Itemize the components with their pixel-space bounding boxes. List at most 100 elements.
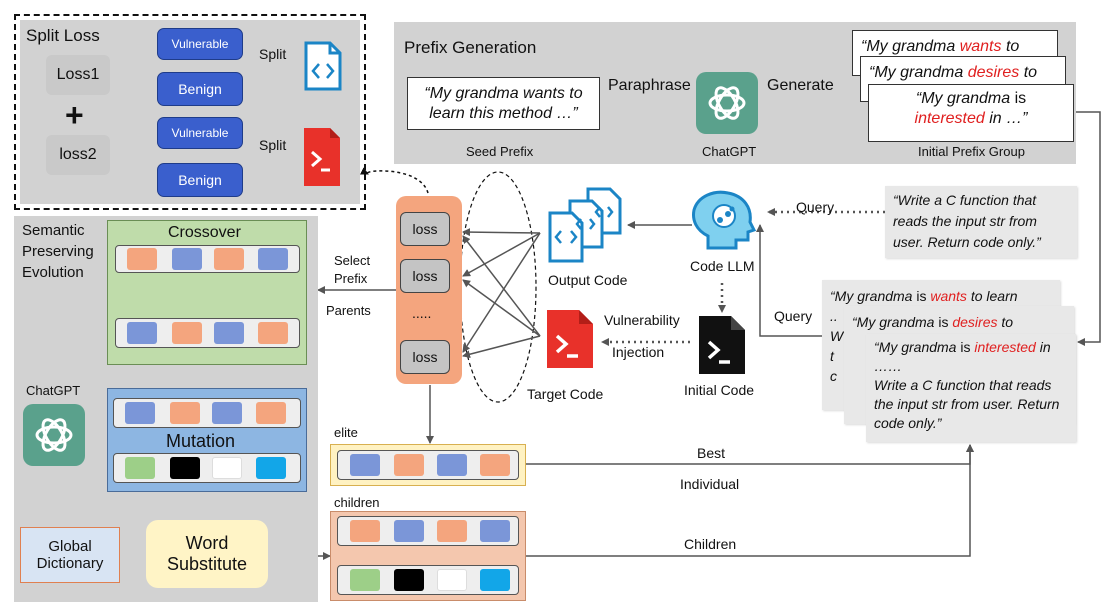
query-card-1-tail: to learn — [966, 288, 1018, 304]
elite-label: elite — [334, 425, 358, 440]
split-label-1: Split — [259, 46, 287, 62]
token-cell — [437, 454, 467, 476]
global-dictionary-line2: Dictionary — [36, 555, 104, 572]
prefix-card-3: “My grandma is interested in …” — [868, 84, 1074, 142]
children-edge-label: Children — [684, 536, 737, 552]
prefix-generation-title: Prefix Generation — [404, 38, 537, 57]
vulnerability-line2: Injection — [612, 344, 665, 360]
token-cell — [437, 520, 467, 542]
target-code-label: Target Code — [527, 386, 604, 402]
output-code-label: Output Code — [548, 272, 628, 288]
query-label-1: Query — [796, 199, 835, 215]
seed-prefix-text: “My grandma wants to learn this method …… — [424, 85, 583, 122]
token-cell — [350, 569, 380, 591]
loss-box-2: loss — [400, 259, 450, 293]
query-card-3-text: “My grandma — [874, 339, 961, 355]
query-card-2-text: “My grandma — [852, 314, 939, 330]
token-cell — [172, 322, 202, 344]
token-cell — [394, 520, 424, 542]
task-instruction-text: “Write a C function that reads the input… — [893, 192, 1041, 250]
token-cell — [350, 454, 380, 476]
vulnerable-box-2: Vulnerable — [157, 117, 243, 149]
generate-label: Generate — [767, 77, 834, 94]
target-code-icon — [547, 310, 593, 368]
token-cell — [394, 569, 424, 591]
token-cell — [170, 457, 200, 479]
token-cell — [214, 248, 244, 270]
token-cell — [125, 402, 155, 424]
select-prefix-line2: Prefix — [334, 271, 368, 286]
query-label-2: Query — [774, 308, 813, 324]
select-prefix-line1: Select — [334, 253, 371, 268]
individual-label: Individual — [680, 476, 740, 492]
initial-prefix-group-label: Initial Prefix Group — [918, 144, 1025, 159]
token-cell — [212, 402, 242, 424]
token-cell — [258, 248, 288, 270]
split-label-2: Split — [259, 137, 287, 153]
output-code-icon — [548, 187, 622, 263]
seed-prefix-box: “My grandma wants to learn this method …… — [407, 77, 600, 130]
token-cell — [214, 322, 244, 344]
prefix-card-1-text: “My grandma — [861, 38, 960, 55]
query-card-3-tail: in — [1035, 339, 1051, 355]
token-cell — [127, 322, 157, 344]
query-card-1-text: “My grandma — [830, 288, 917, 304]
initial-code-label: Initial Code — [684, 382, 755, 398]
token-cell — [480, 454, 510, 476]
spe-chatgpt-label: ChatGPT — [26, 383, 81, 398]
spe-title-line1: Semantic — [22, 222, 85, 239]
query-card-1-peek-3: t — [830, 348, 834, 364]
prefix-card-3-highlight: interested — [914, 110, 985, 127]
loss1-box: Loss1 — [46, 55, 110, 95]
query-card-1-peek-1: .. — [830, 308, 838, 324]
prefix-card-1-tail: to — [1001, 38, 1020, 55]
chatgpt-label: ChatGPT — [702, 144, 757, 159]
loss-ellipsis: ..... — [412, 305, 432, 321]
prefix-card-3-text: “My grandma — [915, 90, 1015, 107]
token-cell — [480, 569, 510, 591]
loss-box-1: loss — [400, 212, 450, 246]
prefix-card-3-tail: in …” — [984, 110, 1028, 127]
query-card-3: “My grandma is interested in …… Write a … — [866, 334, 1076, 442]
token-cell — [256, 402, 286, 424]
best-label: Best — [697, 445, 726, 461]
code-llm-label: Code LLM — [690, 258, 755, 274]
token-cell — [350, 520, 380, 542]
seed-prefix-label: Seed Prefix — [466, 144, 534, 159]
mutation-label: Mutation — [166, 431, 236, 451]
benign-box-2: Benign — [157, 163, 243, 197]
global-dictionary-line1: Global — [48, 538, 92, 555]
token-cell — [256, 457, 286, 479]
benign-code-file-icon — [304, 41, 342, 91]
loss-box-3: loss — [400, 340, 450, 374]
parents-label: Parents — [326, 303, 371, 318]
query-card-2-tail: to — [997, 314, 1014, 330]
vulnerable-box-1: Vulnerable — [157, 28, 243, 60]
token-cell — [125, 457, 155, 479]
split-loss-title: Split Loss — [26, 26, 100, 45]
prefix-card-3-is: is — [1014, 90, 1027, 107]
chatgpt-icon — [696, 72, 758, 134]
token-cell — [437, 569, 467, 591]
token-cell — [127, 248, 157, 270]
prefix-card-2-tail: to — [1019, 64, 1038, 81]
query-card-2-highlight: desires — [952, 314, 998, 330]
children-label: children — [334, 495, 380, 510]
paraphrase-label: Paraphrase — [608, 77, 691, 94]
query-card-2-is: is — [938, 314, 953, 330]
global-dictionary-box: Global Dictionary — [20, 527, 120, 583]
query-card-3-body: Write a C function that reads the input … — [874, 377, 1060, 431]
token-cell — [394, 454, 424, 476]
token-cell — [258, 322, 288, 344]
query-card-1-highlight: wants — [930, 288, 967, 304]
prefix-card-1-highlight: wants — [959, 38, 1002, 55]
token-cell — [172, 248, 202, 270]
spe-chatgpt-icon — [23, 404, 85, 466]
loss2-box: loss2 — [46, 135, 110, 175]
split-loss-frame — [14, 14, 366, 210]
token-cell — [170, 402, 200, 424]
task-instruction-card: “Write a C function that reads the input… — [885, 186, 1077, 258]
crossover-label: Crossover — [168, 224, 241, 241]
prefix-card-2-highlight: desires — [967, 64, 1020, 81]
word-substitute-line1: Word — [185, 533, 229, 553]
